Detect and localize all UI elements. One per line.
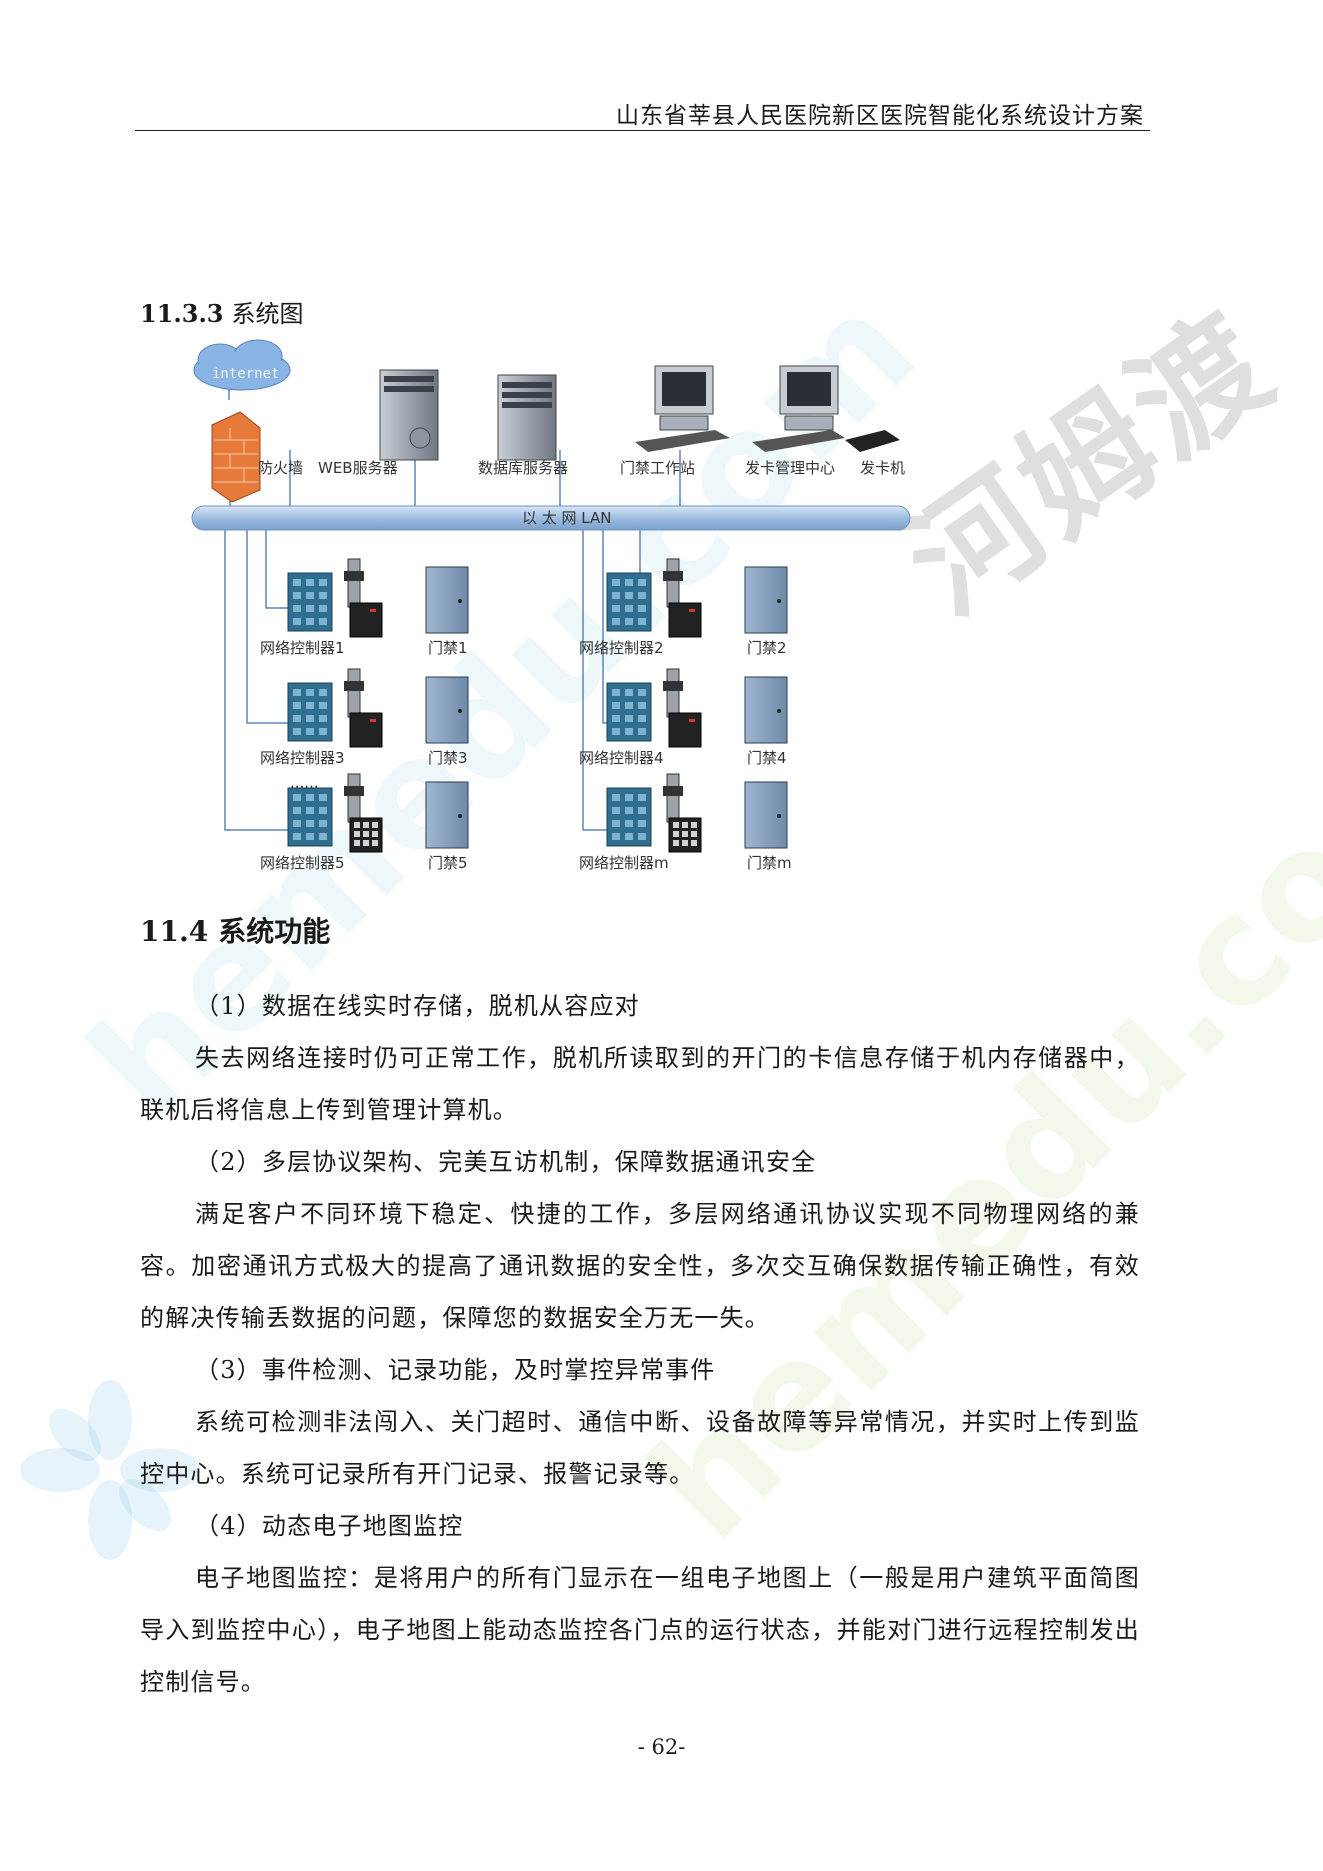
paragraph-1: 失去网络连接时仍可正常工作，脱机所读取到的开门的卡信息存储于机内存储器中，联机后… (140, 1044, 1140, 1124)
card-reader-icon (349, 602, 383, 638)
section-heading-11-4: 11.4 系统功能 (140, 910, 330, 950)
item-heading-1: （1）数据在线实时存储，脱机从容应对 (195, 992, 640, 1020)
lan-bus (191, 505, 911, 531)
card-issuer-icon (845, 430, 900, 452)
firewall-icon (211, 411, 261, 503)
section-number: 11.4 (140, 915, 209, 948)
page-number: - 62- (637, 1735, 686, 1759)
workstation-label: 门禁工作站 (620, 459, 695, 477)
electric-lock-icon (344, 773, 364, 823)
door-label: 门禁2 (747, 639, 787, 657)
controller-board-icon (606, 787, 652, 847)
item-heading-2: （2）多层协议架构、完美互访机制，保障数据通讯安全 (195, 1148, 817, 1176)
door-label: 门禁5 (428, 854, 468, 872)
card-reader-icon (349, 712, 383, 748)
electric-lock-icon (344, 668, 364, 718)
card-machine-label: 发卡机 (860, 459, 905, 477)
paragraph-4: 电子地图监控：是将用户的所有门显示在一组电子地图上（一般是用户建筑平面简图导入到… (140, 1564, 1140, 1696)
controller-board-icon (287, 787, 333, 847)
controller-unit: 网络控制器3 门禁3 (260, 668, 469, 767)
controller-board-icon (287, 572, 333, 632)
internet-label: internet (212, 366, 279, 382)
door-icon (744, 781, 788, 849)
item-heading-4: （4）动态电子地图监控 (195, 1512, 464, 1540)
controller-label: 网络控制器5 (260, 854, 345, 872)
controller-unit: 网络控制器4 门禁4 (579, 668, 788, 767)
card-reader-icon (668, 712, 702, 748)
web-server-icon (379, 369, 439, 461)
card-reader-icon (668, 602, 702, 638)
electric-lock-icon (663, 558, 683, 608)
door-label: 门禁1 (428, 639, 468, 657)
dots-left: ······ (290, 778, 319, 796)
door-icon (744, 676, 788, 744)
system-diagram: 以 太 网 LAN internet 防火墙 WEB服务器 数据库服务器 (191, 339, 911, 872)
workstation-computer-icon (635, 365, 730, 452)
controller-unit: 网络控制器m 门禁m (579, 773, 792, 872)
web-server-label: WEB服务器 (318, 459, 398, 477)
paragraph-2: 满足客户不同环境下稳定、快捷的工作，多层网络通讯协议实现不同物理网络的兼容。加密… (140, 1200, 1140, 1332)
door-label: 门禁m (747, 854, 792, 872)
lan-label: 以 太 网 LAN (522, 509, 612, 527)
controller-board-icon (606, 682, 652, 742)
door-icon (425, 781, 469, 849)
controller-label: 网络控制器3 (260, 749, 345, 767)
body-text: （1）数据在线实时存储，脱机从容应对 失去网络连接时仍可正常工作，脱机所读取到的… (140, 980, 1140, 1708)
controller-label: 网络控制器1 (260, 639, 345, 657)
electric-lock-icon (663, 773, 683, 823)
door-label: 门禁4 (747, 749, 787, 767)
section-title: 系统图 (231, 300, 304, 328)
keypad-reader-icon (668, 817, 702, 853)
keypad-reader-icon (349, 817, 383, 853)
controller-label: 网络控制器2 (579, 639, 664, 657)
internet-cloud-icon (193, 339, 291, 391)
door-icon (744, 566, 788, 634)
controller-label: 网络控制器4 (579, 749, 664, 767)
door-icon (425, 676, 469, 744)
door-icon (425, 566, 469, 634)
controller-label: 网络控制器m (579, 854, 669, 872)
db-server-icon (497, 374, 557, 461)
item-heading-3: （3）事件检测、记录功能，及时掌控异常事件 (195, 1356, 716, 1384)
controller-unit: 网络控制器2 门禁2 (579, 558, 788, 657)
controller-unit: 网络控制器1 门禁1 (260, 558, 469, 657)
firewall-label: 防火墙 (258, 459, 303, 477)
db-server-label: 数据库服务器 (478, 459, 568, 477)
electric-lock-icon (344, 558, 364, 608)
card-center-computer-icon (752, 365, 845, 452)
card-center-label: 发卡管理中心 (745, 459, 835, 477)
door-label: 门禁3 (428, 749, 468, 767)
page-header: 山东省莘县人民医院新区医院智能化系统设计方案 (135, 96, 1150, 131)
section-number: 11.3.3 (140, 299, 224, 328)
controller-unit: 网络控制器5 门禁5 (260, 773, 469, 872)
controller-board-icon (287, 682, 333, 742)
controller-board-icon (606, 572, 652, 632)
section-title: 系统功能 (218, 915, 331, 948)
electric-lock-icon (663, 668, 683, 718)
header-title: 山东省莘县人民医院新区医院智能化系统设计方案 (616, 103, 1144, 129)
paragraph-3: 系统可检测非法闯入、关门超时、通信中断、设备故障等异常情况，并实时上传到监控中心… (140, 1408, 1140, 1488)
watermark-cn: 河姆渡 (879, 283, 1302, 643)
